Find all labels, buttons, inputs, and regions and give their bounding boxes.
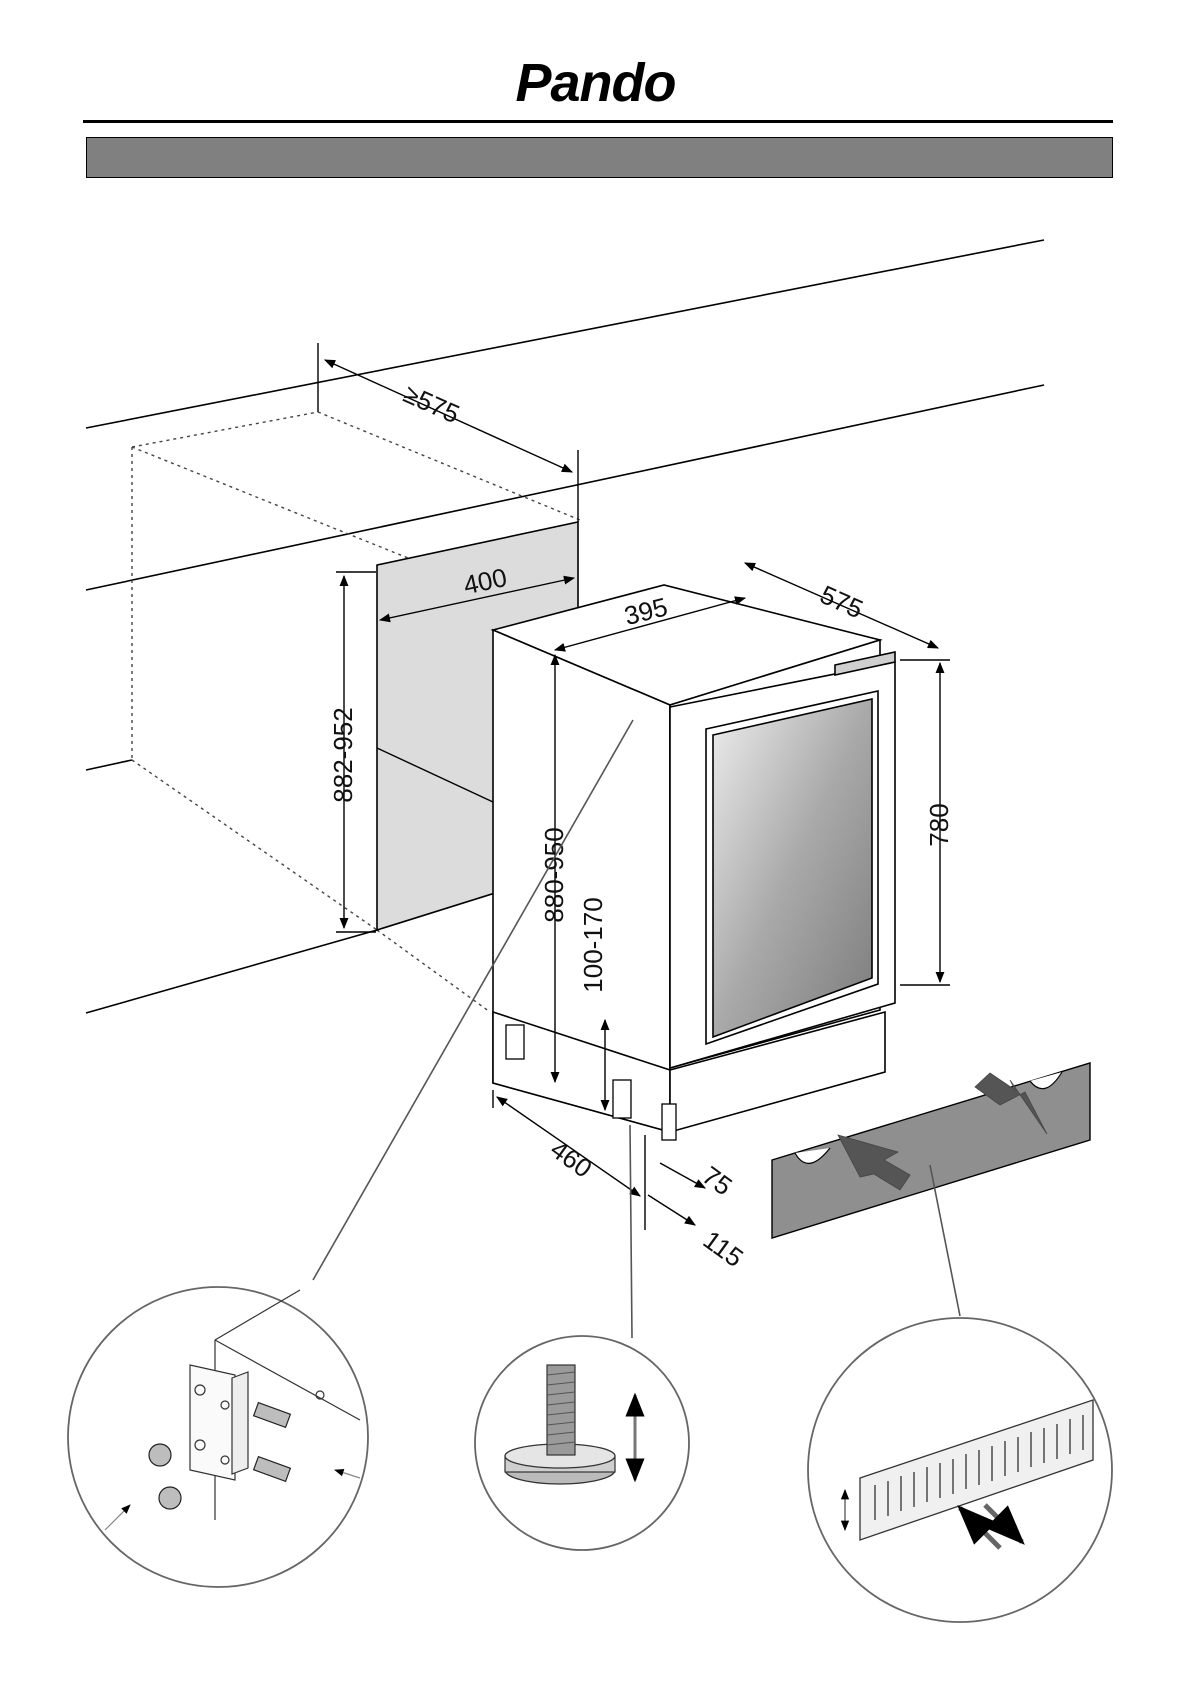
dim-plinth-recess: 75 [697,1160,738,1201]
dim-niche-height: 882-952 [328,707,358,802]
ventilation-grille-detail [807,1317,1113,1623]
dim-unit-depth: 575 [816,579,868,624]
section-header-band [86,137,1113,178]
dim-niche-depth: ≥575 [399,378,464,429]
insert-arrow [974,1072,1048,1135]
dim-unit-total-height: 880-950 [539,827,569,922]
brand-logo: Pando [515,53,676,113]
bracket-mounting-detail [67,1286,369,1588]
adjustable-foot-detail [474,1335,690,1551]
kitchen-cabinet-outline [85,239,1045,1014]
dimension-lines [317,343,950,1230]
dim-plinth-offset: 115 [698,1224,749,1273]
remove-arrow [837,1134,911,1191]
dim-plinth-depth: 460 [545,1134,598,1184]
plinth-board [771,1062,1091,1239]
dim-unit-height: 780 [924,803,954,846]
dim-plinth-height: 100-170 [578,897,608,992]
mounting-screw-icon [148,1401,292,1510]
grille-remove-arrow-icon [983,1503,1025,1545]
detail-leader-lines [312,719,961,1339]
header-rule [83,120,1113,123]
